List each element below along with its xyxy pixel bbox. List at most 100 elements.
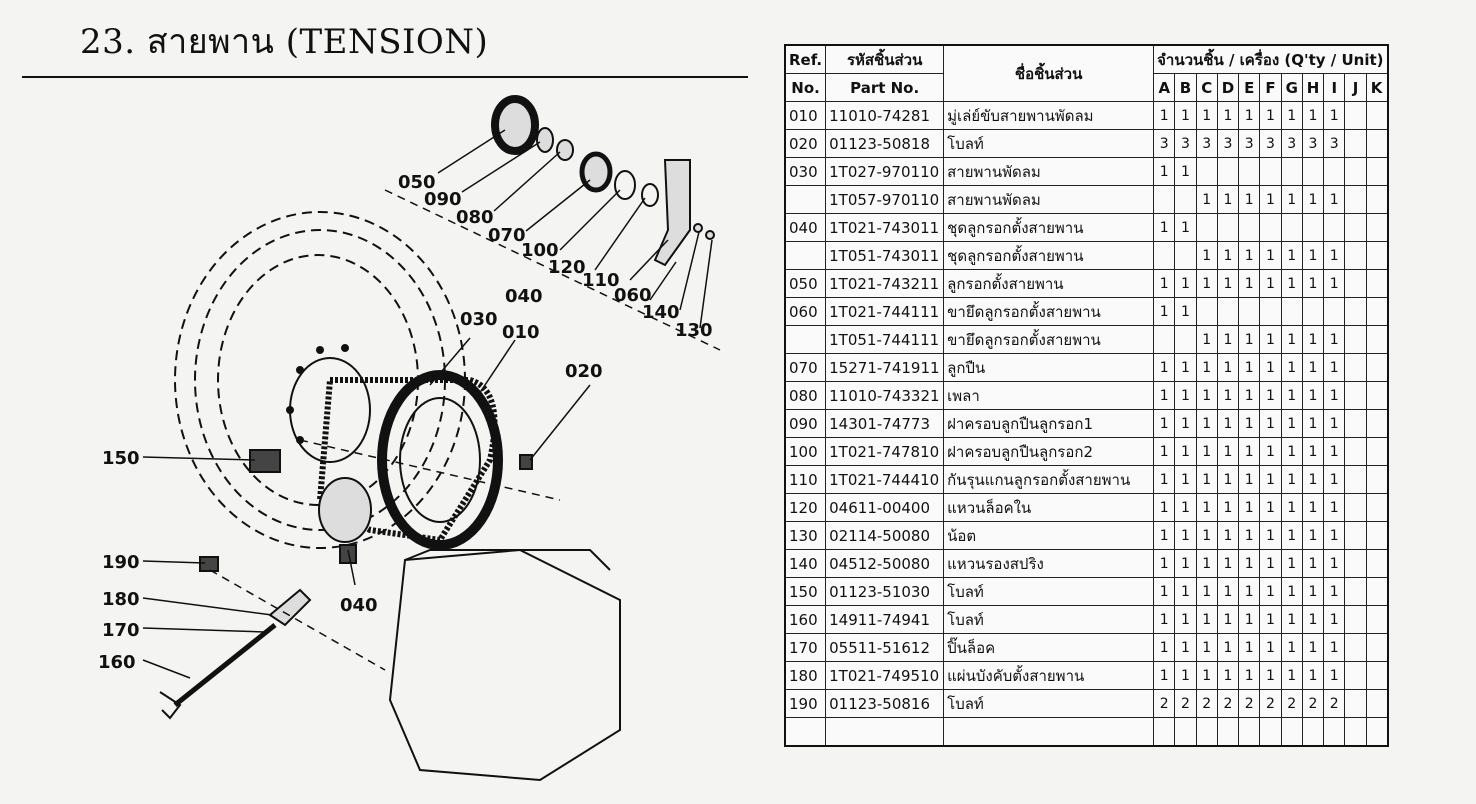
- header-part-top: รหัสชิ้นส่วน: [825, 44, 945, 74]
- cell-qty-i: 1: [1323, 549, 1346, 578]
- cell-qty-c: 1: [1195, 577, 1218, 606]
- cell-qty-h: 1: [1301, 381, 1325, 410]
- cell-part-name: แหวนรองสปริง: [943, 549, 1155, 578]
- cell-part-no: 1T057-970110: [825, 185, 945, 214]
- cell-qty-c: [1195, 213, 1218, 242]
- cell-qty-d: [1216, 297, 1240, 326]
- cell-qty-k: [1365, 381, 1389, 410]
- cell-qty-e: 1: [1238, 325, 1261, 354]
- cell-qty-b: 1: [1174, 521, 1197, 550]
- cell-qty-e: 1: [1238, 605, 1261, 634]
- cell-qty-k: [1365, 157, 1389, 186]
- cell-part-name: กันรุนแกนลูกรอกตั้งสายพาน: [943, 465, 1155, 494]
- tensioner-040: [318, 477, 372, 543]
- cell-qty-f: 1: [1259, 465, 1282, 494]
- cell-qty-k: [1365, 521, 1389, 550]
- cell-qty-d: [1216, 157, 1240, 186]
- cell-ref: 110: [784, 465, 827, 494]
- cell-qty-j: [1344, 101, 1367, 130]
- cell-qty-c: 1: [1195, 269, 1218, 298]
- cell-qty-a: 1: [1153, 269, 1176, 298]
- cell-ref: 180: [784, 661, 827, 690]
- cell-part-no: 11010-74281: [825, 101, 945, 130]
- cell-qty-d: 1: [1216, 185, 1240, 214]
- cell-qty-b: 1: [1174, 437, 1197, 466]
- callout-110: 110: [582, 270, 620, 291]
- cell-qty-a: [1153, 325, 1176, 354]
- cell-qty-d: 1: [1216, 549, 1240, 578]
- cell-part-name: โบลท์: [943, 577, 1155, 606]
- callout-090: 090: [424, 189, 462, 210]
- cell-qty-k: [1365, 241, 1389, 270]
- cell-qty-b: 1: [1174, 269, 1197, 298]
- cell-qty-k: [1365, 101, 1389, 130]
- cell-qty-j: [1344, 381, 1367, 410]
- cell-qty-h: 1: [1301, 325, 1325, 354]
- cell-qty-c: 1: [1195, 465, 1218, 494]
- header-unit-i: I: [1323, 73, 1346, 102]
- cell-qty-a: [1153, 717, 1176, 747]
- cell-qty-k: [1365, 353, 1389, 382]
- cell-part-no: 01123-51030: [825, 577, 945, 606]
- cell-qty-g: [1280, 213, 1303, 242]
- cell-qty-h: 1: [1301, 493, 1325, 522]
- cell-qty-f: 1: [1259, 381, 1282, 410]
- cell-qty-j: [1344, 661, 1367, 690]
- cell-part-name: ลูกรอกตั้งสายพาน: [943, 269, 1155, 298]
- header-name: ชื่อชิ้นส่วน: [943, 44, 1155, 102]
- cell-qty-k: [1365, 577, 1389, 606]
- header-unit-c: C: [1195, 73, 1218, 102]
- cell-ref: [784, 185, 827, 214]
- cell-qty-g: 1: [1280, 185, 1303, 214]
- cell-qty-i: 3: [1323, 129, 1346, 158]
- callout-040-bottom: 040: [340, 595, 378, 616]
- cell-qty-b: 1: [1174, 381, 1197, 410]
- cell-qty-h: 1: [1301, 521, 1325, 550]
- cell-qty-a: 1: [1153, 577, 1176, 606]
- cell-qty-e: 1: [1238, 409, 1261, 438]
- cell-qty-h: 3: [1301, 129, 1325, 158]
- cell-qty-f: [1259, 157, 1282, 186]
- cell-qty-e: 1: [1238, 633, 1261, 662]
- bolt-190: [199, 556, 219, 572]
- cell-qty-g: [1280, 157, 1303, 186]
- cell-qty-i: 1: [1323, 185, 1346, 214]
- cell-qty-a: 1: [1153, 409, 1176, 438]
- cell-qty-i: 1: [1323, 101, 1346, 130]
- cell-qty-h: 1: [1301, 549, 1325, 578]
- cell-ref: 050: [784, 269, 827, 298]
- cell-qty-g: 1: [1280, 101, 1303, 130]
- cell-qty-j: [1344, 465, 1367, 494]
- header-unit-f: F: [1259, 73, 1282, 102]
- cell-qty-a: 1: [1153, 549, 1176, 578]
- cell-qty-f: 1: [1259, 633, 1282, 662]
- cell-qty-c: 1: [1195, 549, 1218, 578]
- cell-part-no: 14301-74773: [825, 409, 945, 438]
- cell-qty-e: 1: [1238, 577, 1261, 606]
- cell-part-name: โบลท์: [943, 605, 1155, 634]
- header-unit-j: J: [1344, 73, 1367, 102]
- cell-qty-e: 1: [1238, 269, 1261, 298]
- header-unit-g: G: [1280, 73, 1303, 102]
- cell-part-no: 14911-74941: [825, 605, 945, 634]
- cell-part-name: น้อต: [943, 521, 1155, 550]
- cell-qty-f: [1259, 297, 1282, 326]
- cell-qty-k: [1365, 717, 1389, 747]
- cell-qty-i: 1: [1323, 437, 1346, 466]
- cell-qty-k: [1365, 605, 1389, 634]
- cell-part-no: 04512-50080: [825, 549, 945, 578]
- header-part-bottom: Part No.: [825, 73, 945, 102]
- cell-qty-c: 1: [1195, 325, 1218, 354]
- cell-qty-c: 2: [1195, 689, 1218, 718]
- cell-qty-h: 1: [1301, 185, 1325, 214]
- cell-qty-a: 1: [1153, 101, 1176, 130]
- cell-qty-d: 1: [1216, 465, 1240, 494]
- cell-qty-b: 2: [1174, 689, 1197, 718]
- cell-qty-d: 1: [1216, 437, 1240, 466]
- cell-qty-f: 1: [1259, 605, 1282, 634]
- cell-qty-f: [1259, 213, 1282, 242]
